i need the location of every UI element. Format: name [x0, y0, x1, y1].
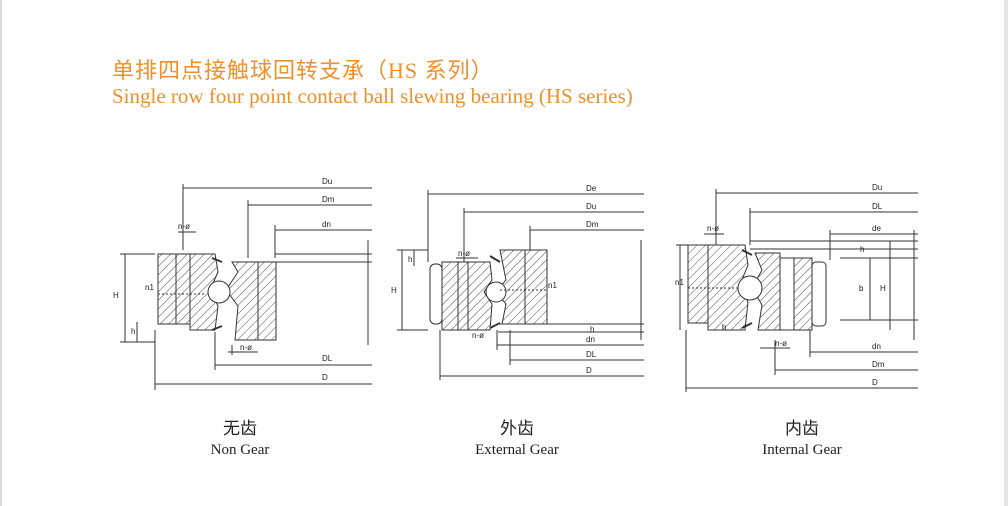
label-nphi-bottom: n-ø — [775, 339, 787, 348]
label-dn: dn — [586, 335, 595, 344]
label-h-small: h — [860, 245, 864, 254]
caption-external-gear-en: External Gear — [475, 442, 559, 458]
label-n1: n1 — [548, 281, 557, 290]
label-n1: n1 — [675, 278, 684, 287]
drawing-non-gear-labels: Du Dm dn DL D H h n1 n-ø n-ø — [113, 177, 335, 382]
label-dn: dn — [872, 342, 881, 351]
caption-non-gear-en: Non Gear — [210, 442, 270, 458]
label-nphi-top: n-ø — [458, 249, 470, 258]
drawing-internal-gear — [676, 189, 918, 392]
label-h: H — [113, 291, 119, 300]
caption-non-gear-cn: 无齿 — [223, 419, 257, 438]
drawing-non-gear — [120, 184, 372, 390]
label-d: D — [586, 366, 592, 375]
label-nphi-bottom: n-ø — [240, 343, 252, 352]
caption-non-gear: 无齿 Non Gear — [190, 418, 290, 460]
caption-internal-gear-cn: 内齿 — [785, 419, 819, 438]
label-h-left: h — [722, 323, 726, 332]
label-h: H — [391, 286, 397, 295]
label-dm: Dm — [872, 360, 885, 369]
label-dm: Dm — [586, 220, 599, 229]
ball-icon — [207, 280, 231, 304]
drawing-external-gear-labels: De Du Dm dn DL D H h h n1 n-ø n-ø — [391, 184, 599, 375]
label-nphi-bottom: n-ø — [472, 331, 484, 340]
drawing-external-gear — [397, 190, 644, 380]
ball-icon — [485, 281, 507, 303]
ball-icon — [737, 275, 763, 301]
label-d: D — [872, 378, 878, 387]
caption-internal-gear-en: Internal Gear — [762, 442, 842, 458]
caption-external-gear: 外齿 External Gear — [457, 418, 577, 460]
label-d: D — [322, 373, 328, 382]
caption-external-gear-cn: 外齿 — [500, 419, 534, 438]
left-frame-border — [0, 0, 2, 506]
label-dl: DL — [322, 354, 333, 363]
label-de: de — [872, 224, 881, 233]
label-h-small: h — [408, 255, 412, 264]
label-de: De — [586, 184, 597, 193]
label-dn: dn — [322, 220, 331, 229]
label-dm: Dm — [322, 195, 335, 204]
label-du: Du — [322, 177, 332, 186]
drawing-internal-gear-labels: Du DL de dn Dm D H h h b n1 n-ø n-ø — [675, 183, 886, 387]
title-chinese: 单排四点接触球回转支承（HS 系列） — [112, 58, 494, 83]
label-du: Du — [872, 183, 882, 192]
caption-internal-gear: 内齿 Internal Gear — [742, 418, 862, 460]
label-du: Du — [586, 202, 596, 211]
label-nphi-top: n-ø — [178, 222, 190, 231]
title-english: Single row four point contact ball slewi… — [112, 84, 633, 108]
label-dl: DL — [872, 202, 883, 211]
label-h: H — [880, 284, 886, 293]
label-h-small: h — [131, 327, 135, 336]
label-nphi-top: n-ø — [707, 224, 719, 233]
label-n1: n1 — [145, 283, 154, 292]
label-h-right: h — [590, 325, 594, 334]
label-dl: DL — [586, 350, 597, 359]
right-frame-border — [1004, 0, 1008, 506]
label-b: b — [859, 284, 864, 293]
